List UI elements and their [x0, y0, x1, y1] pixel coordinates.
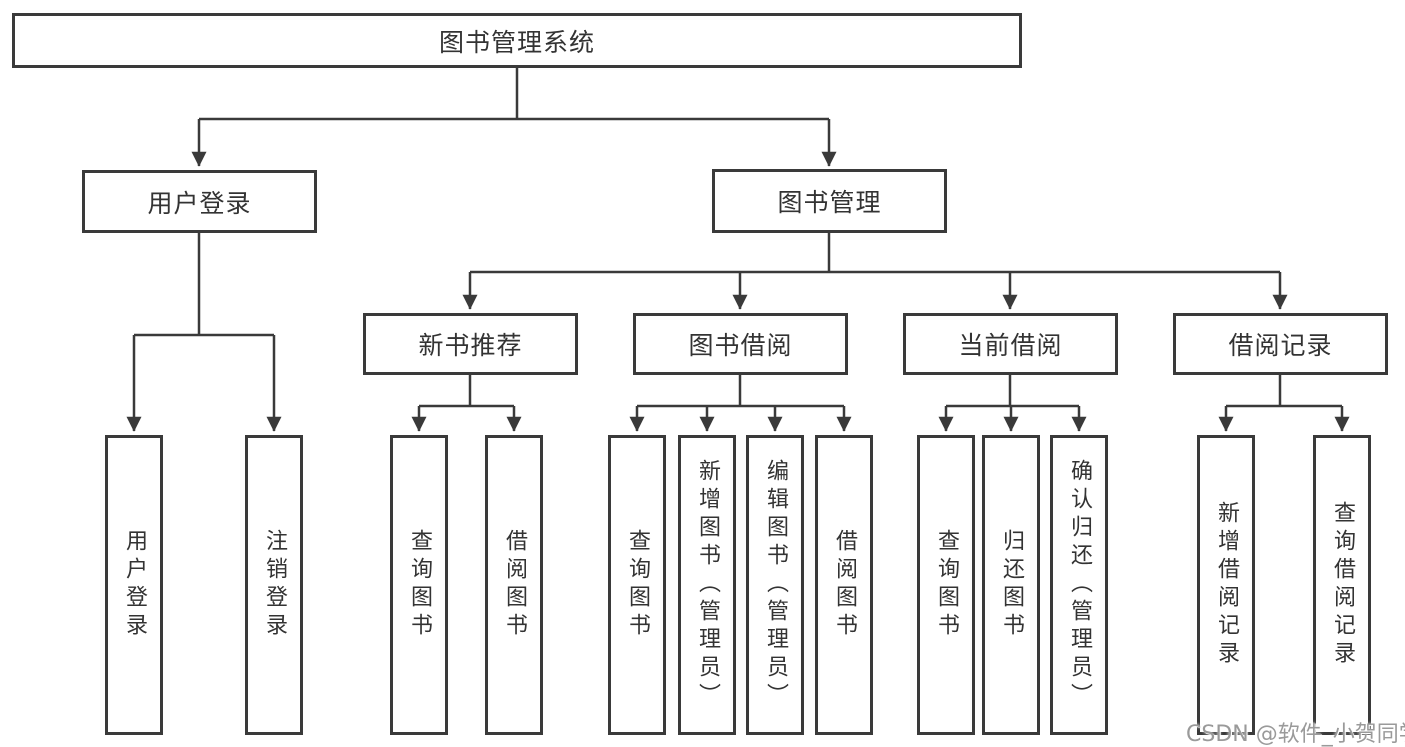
node-leaf-logout: 注销登录: [245, 435, 303, 735]
node-book-borrowing: 图书借阅: [633, 313, 848, 375]
connector-userlogin-elbow: [134, 233, 274, 337]
node-leaf-query-borrow-record: 查询借阅记录: [1313, 435, 1371, 735]
node-leaf-query-books-recommend: 查询图书: [390, 435, 448, 735]
connector-bookborrow-elbow: [637, 375, 844, 408]
node-leaf-query-books-current: 查询图书: [917, 435, 975, 735]
node-new-book-recommend: 新书推荐: [363, 313, 578, 375]
node-label: 当前借阅: [958, 331, 1063, 360]
node-borrowing-records: 借阅记录: [1173, 313, 1388, 375]
node-label: 借阅图书: [502, 529, 527, 641]
node-user-login: 用户登录: [82, 170, 317, 233]
node-label: 借阅图书: [832, 529, 857, 641]
node-label: 新增图书（管理员）: [695, 459, 720, 711]
node-label: 编辑图书（管理员）: [763, 459, 788, 711]
node-leaf-borrow-books: 借阅图书: [815, 435, 873, 735]
node-label: 确认归还（管理员）: [1067, 459, 1092, 711]
node-label: 图书管理系统: [438, 27, 595, 57]
node-label: 查询图书: [934, 529, 959, 641]
node-current-borrowing: 当前借阅: [903, 313, 1118, 375]
node-label: 注销登录: [262, 529, 287, 641]
node-label: 用户登录: [147, 188, 252, 218]
connector-bookmgmt-elbow: [470, 233, 1280, 274]
connector-root-elbow: [199, 68, 829, 121]
node-leaf-borrow-books-recommend: 借阅图书: [485, 435, 543, 735]
node-leaf-return-books: 归还图书: [982, 435, 1040, 735]
node-label: 归还图书: [999, 529, 1024, 641]
node-label: 图书借阅: [688, 331, 793, 360]
node-label: 查询借阅记录: [1330, 501, 1355, 669]
connector-borrowrecord-elbow: [1226, 375, 1342, 408]
csdn-watermark: CSDN @软件_小贺同学: [1186, 722, 1405, 747]
node-label: 查询图书: [407, 529, 432, 641]
node-label: 借阅记录: [1228, 331, 1333, 360]
node-label: 图书管理: [777, 188, 882, 217]
node-leaf-add-borrow-record: 新增借阅记录: [1197, 435, 1255, 735]
node-label: 新书推荐: [418, 331, 523, 360]
node-leaf-add-books-admin: 新增图书（管理员）: [678, 435, 736, 735]
node-leaf-edit-books-admin: 编辑图书（管理员）: [746, 435, 804, 735]
node-label: 新增借阅记录: [1214, 501, 1239, 669]
node-leaf-user-login: 用户登录: [105, 435, 163, 735]
node-book-management: 图书管理: [712, 169, 947, 233]
node-label: 查询图书: [625, 529, 650, 641]
node-root-library-system: 图书管理系统: [12, 13, 1022, 68]
connector-currentborrow-elbow: [946, 375, 1079, 408]
node-label: 用户登录: [122, 529, 147, 641]
node-leaf-confirm-return-admin: 确认归还（管理员）: [1050, 435, 1108, 735]
connector-newbook-elbow: [419, 375, 514, 408]
node-leaf-query-books-borrow: 查询图书: [608, 435, 666, 735]
